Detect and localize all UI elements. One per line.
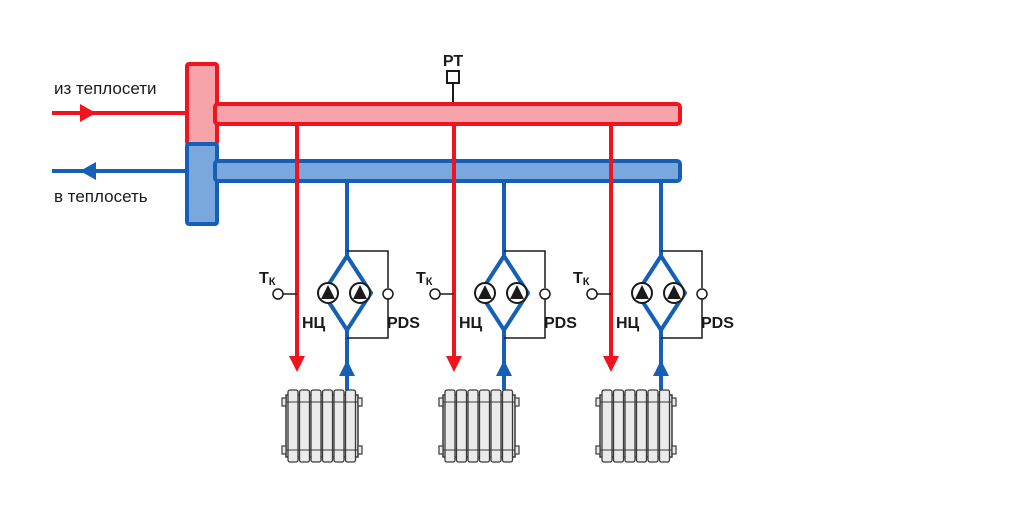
pds-label: PDS <box>544 315 577 332</box>
circulation-pump-icon <box>317 282 339 304</box>
pds-impulse-line-top <box>661 250 703 288</box>
temp-sensor-icon <box>272 288 284 300</box>
pump-bypass-diamond <box>478 254 530 332</box>
temp-sensor-icon <box>586 288 598 300</box>
pump-bypass-diamond <box>321 254 373 332</box>
pds-impulse-line-bottom <box>661 299 703 339</box>
pds-label: PDS <box>701 315 734 332</box>
branch-2: PDS НЦ ТК <box>416 124 577 463</box>
return-header <box>213 159 682 183</box>
branch-1: PDS НЦ ТК <box>259 124 420 463</box>
circulation-pump-icon <box>631 282 653 304</box>
pump-label: НЦ <box>616 315 640 332</box>
supply-flow-arrow <box>289 356 305 372</box>
return-flow-arrow <box>653 360 669 376</box>
pump-label: НЦ <box>459 315 483 332</box>
pds-impulse-line-top <box>504 250 546 288</box>
pds-label: PDS <box>387 315 420 332</box>
outlet-pipe <box>52 162 187 180</box>
supply-flow-arrow <box>603 356 619 372</box>
temp-sensor-icon <box>429 288 441 300</box>
circulation-pump-icon <box>349 282 371 304</box>
pds-impulse-line-bottom <box>347 299 389 339</box>
temp-sensor-label: ТК <box>573 270 590 288</box>
pds-impulse-line-top <box>347 250 389 288</box>
inlet-flow-arrow <box>80 104 96 122</box>
radiator-icon <box>438 389 520 463</box>
temp-sensor-label: ТК <box>259 270 276 288</box>
pds-sensor-icon <box>696 288 708 300</box>
pressure-sensor-icon <box>446 70 460 84</box>
circulation-pump-icon <box>474 282 496 304</box>
outlet-flow-arrow <box>80 162 96 180</box>
outlet-label: в теплосеть <box>54 187 148 206</box>
inlet-label: из теплосети <box>54 79 157 98</box>
circulation-pump-icon <box>506 282 528 304</box>
circulation-pump-icon <box>663 282 685 304</box>
supply-header <box>213 102 682 126</box>
pressure-sensor-label: РТ <box>443 53 463 70</box>
pds-sensor-icon <box>382 288 394 300</box>
pds-impulse-line-bottom <box>504 299 546 339</box>
return-flow-arrow <box>339 360 355 376</box>
branches: PDS НЦ ТК PDS НЦ ТК PDS НЦ ТК <box>259 124 734 463</box>
supply-flow-arrow <box>446 356 462 372</box>
inlet-pipe <box>52 104 187 122</box>
return-flow-arrow <box>496 360 512 376</box>
pds-sensor-icon <box>539 288 551 300</box>
radiator-icon <box>281 389 363 463</box>
pressure-sensor: РТ <box>443 53 463 102</box>
pump-label: НЦ <box>302 315 326 332</box>
hydraulic-separator <box>185 62 219 226</box>
temp-sensor-label: ТК <box>416 270 433 288</box>
branch-3: PDS НЦ ТК <box>573 124 734 463</box>
radiator-icon <box>595 389 677 463</box>
pump-bypass-diamond <box>635 254 687 332</box>
